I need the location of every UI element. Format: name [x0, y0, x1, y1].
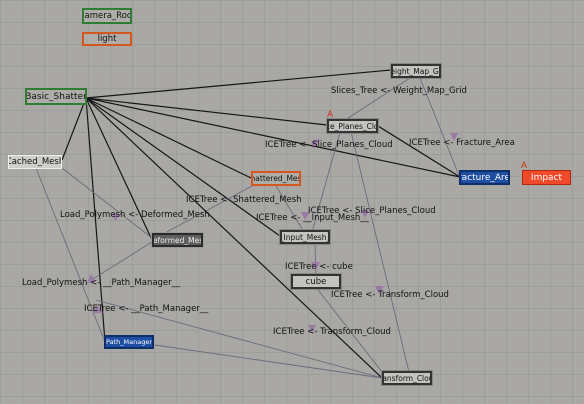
node-label: Impact: [530, 172, 563, 183]
link-label: ICETree <- Fracture_Area: [409, 138, 515, 148]
link-arrow: [375, 286, 384, 294]
link-arrow: [112, 213, 120, 221]
link-line: [95, 299, 383, 379]
link-line: [311, 131, 341, 233]
link-line: [85, 97, 281, 237]
link-label: ICETree <- cube: [285, 262, 353, 272]
link-label: ICETree <- Transform_Cloud: [331, 290, 449, 300]
link-line: [151, 185, 253, 241]
node-transform-cloud[interactable]: Transform_Cloud: [381, 370, 433, 386]
link-label: Load_Polymesh <- __Path_Manager__: [22, 278, 181, 288]
node-deformed-mesh[interactable]: Deformed_Mesh: [151, 232, 204, 248]
node-fracture-area[interactable]: Fracture_Area: [459, 170, 510, 185]
node-label: __Path_Manager__: [105, 338, 153, 346]
node-label: __Input_Mesh__: [280, 232, 330, 242]
node-marker: A: [521, 161, 528, 171]
link-arrow: [87, 274, 96, 283]
node-label: Deformed_Mesh: [152, 235, 203, 245]
node-label: Slice_Planes_Cloud: [329, 121, 376, 131]
node-camera-root[interactable]: Camera_Root: [82, 8, 132, 24]
node-label: Cached_Mesh: [8, 157, 62, 167]
link-line: [85, 97, 153, 241]
node-label: light: [97, 34, 117, 44]
link-line: [85, 97, 252, 179]
link-arrow: [361, 210, 369, 218]
link-label: ICETree <- Shattered_Mesh: [186, 195, 302, 205]
link-line: [314, 243, 317, 276]
link-line: [314, 285, 383, 373]
link-line: [377, 125, 461, 178]
link-arrow: [301, 212, 310, 220]
node-input-mesh[interactable]: __Input_Mesh__: [279, 229, 331, 245]
link-line: [85, 69, 392, 99]
node-cached-mesh[interactable]: Cached_Mesh: [8, 155, 62, 169]
link-line: [419, 77, 461, 179]
link-line: [344, 77, 411, 121]
link-label: ICETree <- Transform_Cloud: [273, 327, 391, 337]
link-arrow: [308, 325, 316, 333]
link-arrow: [450, 133, 458, 141]
node-cube[interactable]: cube: [290, 273, 342, 290]
node-label: Weight_Map_Grid: [391, 66, 441, 76]
node-label: Camera_Root: [84, 11, 132, 21]
link-arrow: [311, 262, 320, 270]
link-label: ICETree <- __Input_Mesh__: [256, 213, 369, 223]
node-weight-map-grid[interactable]: Weight_Map_Grid: [390, 63, 442, 79]
link-line: [154, 344, 383, 379]
link-line: [35, 167, 106, 343]
node-marker: A: [327, 110, 334, 120]
link-line: [350, 131, 410, 373]
node-label: Transform_Cloud: [382, 373, 430, 383]
node-shattered-mesh[interactable]: Shattered_Mesh: [251, 171, 301, 186]
node-light[interactable]: light: [82, 32, 132, 46]
link-label: ICETree <- Slice_Planes_Cloud: [265, 140, 393, 150]
link-line: [85, 97, 328, 126]
node-label: cube: [305, 276, 327, 287]
link-line: [61, 167, 153, 239]
node-impact[interactable]: Impact: [522, 170, 571, 185]
link-arrow: [311, 139, 320, 148]
link-label: Slices_Tree <- Weight_Map_Grid: [331, 86, 467, 96]
node-path-manager[interactable]: __Path_Manager__: [104, 335, 154, 349]
node-slice-planes-cloud[interactable]: Slice_Planes_Cloud: [326, 118, 379, 134]
link-line: [85, 97, 461, 178]
link-line: [61, 97, 87, 161]
node-basic-shatter[interactable]: Basic_Shatter: [25, 88, 87, 105]
link-label: Load_Polymesh <- Deformed_Mesh: [60, 210, 210, 220]
link-line: [275, 185, 305, 233]
link-line: [85, 97, 383, 379]
link-arrow: [93, 305, 103, 313]
node-label: Shattered_Mesh: [251, 174, 299, 183]
node-label: Fracture_Area: [461, 172, 510, 183]
link-label: ICETree <- __Path_Manager__: [84, 304, 209, 314]
node-label: Basic_Shatter: [25, 91, 87, 102]
link-line: [87, 241, 153, 283]
link-label: ICETree <- Slice_Planes_Cloud: [308, 206, 436, 216]
